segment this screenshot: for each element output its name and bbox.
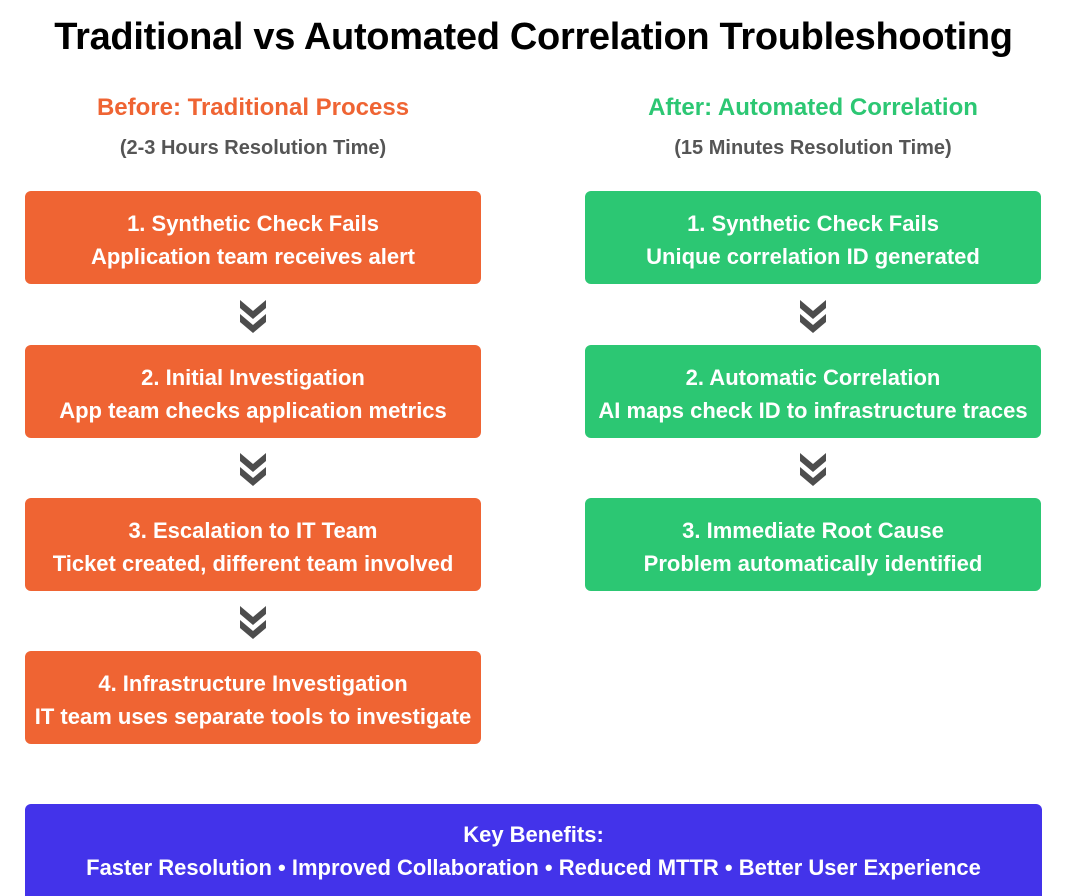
step-title: 1. Synthetic Check Fails <box>127 211 379 236</box>
page-title: Traditional vs Automated Correlation Tro… <box>54 16 1013 58</box>
before-subtitle: (2-3 Hours Resolution Time) <box>119 137 387 159</box>
after-step-1: 1. Synthetic Check Fails Unique correlat… <box>585 191 1041 284</box>
step-description: Ticket created, different team involved <box>52 551 454 576</box>
step-description: Application team receives alert <box>90 244 416 269</box>
double-chevron-down-icon <box>240 606 266 639</box>
step-title: 3. Immediate Root Cause <box>682 518 944 543</box>
step-description: AI maps check ID to infrastructure trace… <box>598 398 1028 423</box>
after-step-2: 2. Automatic Correlation AI maps check I… <box>585 345 1041 438</box>
key-benefits-box: Key Benefits: Faster Resolution • Improv… <box>25 804 1042 896</box>
benefits-heading: Key Benefits: <box>463 822 604 847</box>
before-heading: Before: Traditional Process <box>96 94 410 121</box>
step-description: App team checks application metrics <box>59 398 447 423</box>
before-step-4: 4. Infrastructure Investigation IT team … <box>25 651 481 744</box>
step-description: IT team uses separate tools to investiga… <box>34 704 472 729</box>
double-chevron-down-icon <box>800 453 826 486</box>
step-title: 4. Infrastructure Investigation <box>98 671 408 696</box>
after-heading: After: Automated Correlation <box>648 94 978 121</box>
benefits-list: Faster Resolution • Improved Collaborati… <box>86 855 981 880</box>
step-title: 1. Synthetic Check Fails <box>687 211 939 236</box>
double-chevron-down-icon <box>240 453 266 486</box>
before-step-3: 3. Escalation to IT Team Ticket created,… <box>25 498 481 591</box>
step-title: 3. Escalation to IT Team <box>128 518 378 543</box>
step-description: Problem automatically identified <box>643 551 983 576</box>
double-chevron-down-icon <box>240 300 266 333</box>
step-title: 2. Automatic Correlation <box>685 365 941 390</box>
before-step-1: 1. Synthetic Check Fails Application tea… <box>25 191 481 284</box>
before-step-2: 2. Initial Investigation App team checks… <box>25 345 481 438</box>
after-subtitle: (15 Minutes Resolution Time) <box>674 137 952 159</box>
double-chevron-down-icon <box>800 300 826 333</box>
step-title: 2. Initial Investigation <box>141 365 365 390</box>
step-description: Unique correlation ID generated <box>646 244 980 269</box>
after-step-3: 3. Immediate Root Cause Problem automati… <box>585 498 1041 591</box>
